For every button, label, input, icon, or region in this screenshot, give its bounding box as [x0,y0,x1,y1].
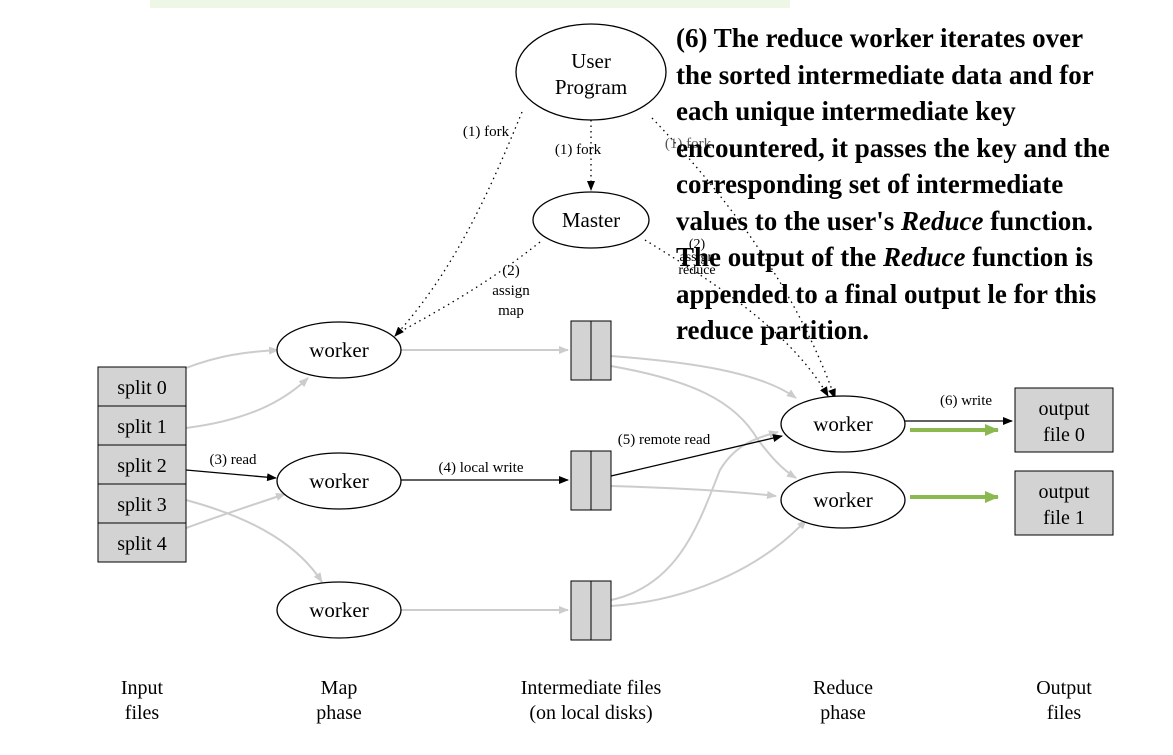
annotation-line: the sorted intermediate data and for [676,57,1173,94]
split-0-label: split 0 [117,377,166,399]
split-2-label: split 2 [117,455,166,477]
annotation-run: (6) The reduce worker iterates over [676,23,1084,53]
file3-to-reduce2 [610,519,807,607]
fork-center-label: (1) fork [555,142,602,158]
split0-to-worker1 [185,346,279,369]
annotation-run: reduce partition. [676,315,869,345]
annotation-run: Reduce [901,205,984,236]
map-worker-2-label: worker [309,469,368,493]
intermediate-file-1 [570,320,612,381]
annotation-line: values to the user's Reduce function. [676,203,1173,240]
annotation-run: function is [965,242,1094,272]
annotation-line: reduce partition. [676,312,1173,349]
file3-to-reduce1 [610,430,779,601]
fork-right-label: (1) fork [665,136,712,152]
local-write-label: (4) local write [439,460,524,476]
split-3-label: split 3 [117,494,166,516]
fork-left-label: (1) fork [463,124,510,140]
intermediate-file-2 [570,450,612,511]
map-worker-1-label: worker [309,338,368,362]
split-4: split 4 [97,522,187,563]
file1-to-reduce2 [610,365,797,479]
annotation-line: (6) The reduce worker iterates over [676,20,1173,57]
intermediate-file-3 [570,580,612,641]
file1-to-reduce1 [610,355,797,399]
master-to-worker1 [395,241,541,335]
split-2: split 2 [97,444,187,485]
master-node: Master [532,191,650,249]
solid-arrows [185,417,1013,484]
green-arrows [910,424,999,503]
map-worker-3-label: worker [309,598,368,622]
annotation-run: values to the user's [676,205,901,236]
annotation-run: The output of the [676,242,884,272]
phase-intermediate: Intermediate files(on local disks) [521,677,662,724]
annotation-run: encountered, it passes the key and the [676,132,1110,163]
reduce-worker-2-label: worker [813,488,872,512]
data-flow-lines [185,346,807,614]
reduce-worker-1-label: worker [813,412,872,436]
split-3: split 3 [97,483,187,524]
annotation-line: each unique intermediate key [676,93,1173,130]
split3-to-worker2 [185,493,286,529]
split-1: split 1 [97,405,187,446]
annotation-run: appended to a final output le for this [676,278,1097,309]
master-label: Master [562,208,620,232]
map-worker-2: worker [276,452,402,510]
remote-read-label: (5) remote read [618,432,711,448]
write-label: (6) write [940,393,992,409]
annotation-line: encountered, it passes the key and the [676,130,1173,167]
split3-to-worker3 [185,499,323,583]
remote-read-arrow [610,434,783,477]
annotation-line: The output of the Reduce function is [676,239,1173,276]
control-lines [394,111,836,399]
split-0: split 0 [97,366,187,407]
file2-to-reduce2 [610,485,777,499]
annotation-run: function. [983,205,1094,236]
reduce-worker-2: worker [780,471,906,529]
annotation-line: appended to a final output le for this [676,276,1173,313]
annotation-run: each unique intermediate key [676,96,1016,126]
annotation-run: the sorted intermediate data and for [676,59,1094,90]
annotation-run: Reduce [883,242,966,272]
annotation-line: corresponding set of intermediate [676,166,1173,203]
split-1-label: split 1 [117,416,166,438]
split-4-label: split 4 [117,533,166,555]
read-label: (3) read [209,452,257,468]
master-to-reduce [644,239,829,397]
reduce-worker-1: worker [780,395,906,453]
split1-to-worker1 [185,377,309,429]
read-arrow [185,469,277,482]
map-worker-3: worker [276,581,402,639]
input-splits: split 0 split 1 split 2 split 3 split 4 [97,366,187,563]
annotation-run: corresponding set of intermediate [676,169,1064,199]
fork-to-reduce [651,117,836,399]
top-strip [150,0,790,8]
map-worker-1: worker [276,321,402,379]
reduce-step-annotation: (6) The reduce worker iterates over the s… [676,20,1173,349]
